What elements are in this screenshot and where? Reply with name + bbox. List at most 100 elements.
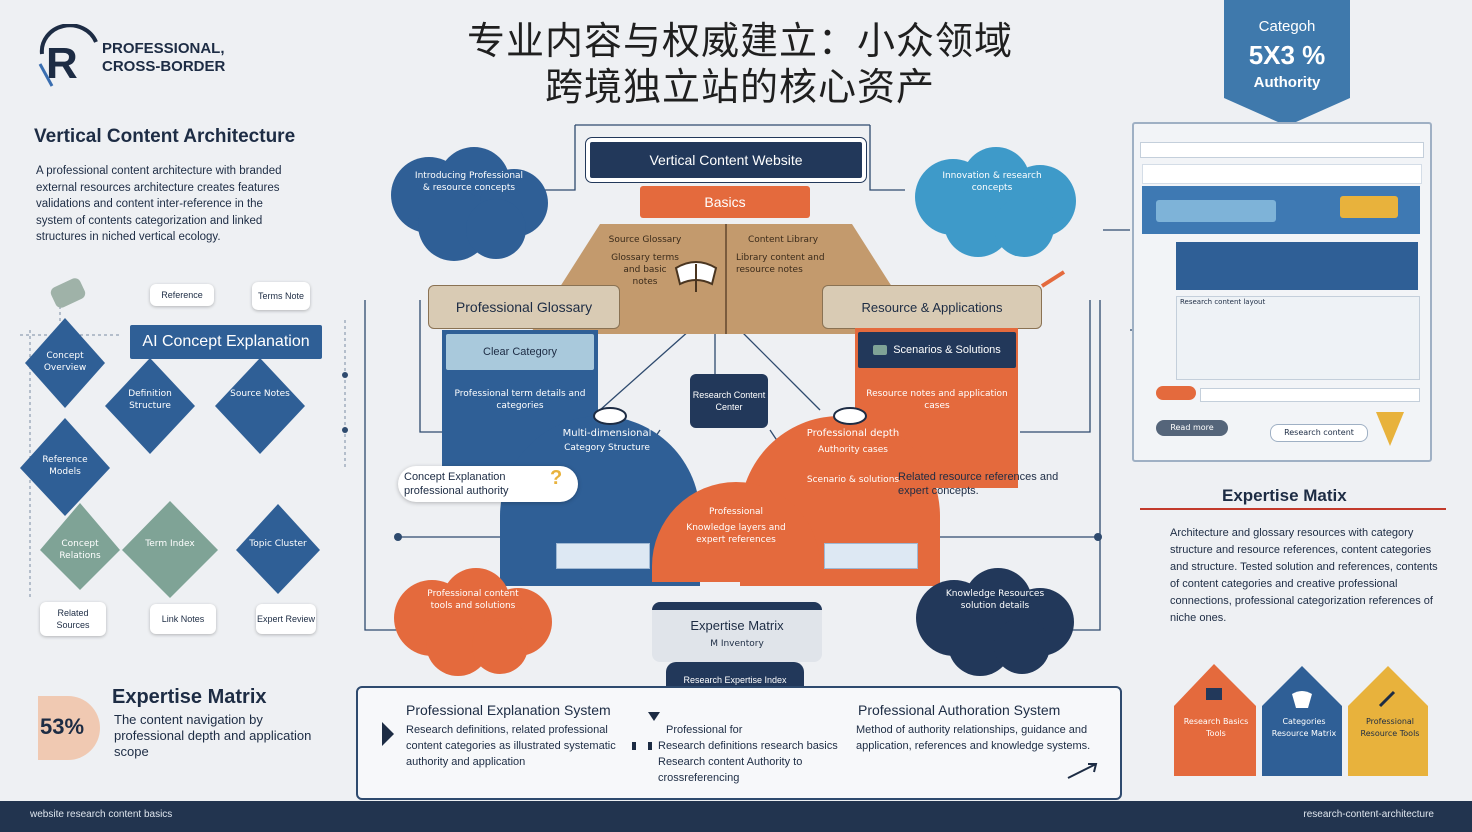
- diamond-label-3: Source Notes: [230, 389, 290, 399]
- arc-right-oval: [833, 407, 867, 425]
- trapezoid-left-lines: Glossary terms and basic notes: [611, 253, 679, 287]
- note-box-3: Related Sources: [40, 602, 106, 636]
- bubble-tr-text: Innovation & research concepts: [942, 171, 1042, 193]
- mock-caption: Research content layout: [1180, 298, 1266, 306]
- right-note: Related resource references and expert c…: [898, 471, 1059, 497]
- mock-hero-tag: [1340, 196, 1398, 218]
- play-arrow-icon: [382, 722, 394, 746]
- right-arc-label: Professional depth: [806, 428, 900, 439]
- glossary-box: Professional Glossary: [428, 285, 620, 329]
- bp-mid-text: Research definitions research basics Res…: [658, 740, 838, 784]
- mock-nav-bar: [1140, 142, 1424, 158]
- diamond-label-5: Concept Relations: [59, 539, 101, 561]
- resource-box: Resource & Applications: [822, 285, 1042, 329]
- clear-category-box: Clear Category: [446, 334, 594, 370]
- bottom-arc-shape: [652, 482, 820, 582]
- house-shapes: [1174, 664, 1428, 776]
- bubble-top-right: [915, 147, 1076, 257]
- logo-text: PROFESSIONAL, CROSS-BORDER: [102, 40, 225, 76]
- scenario-label: Scenarios & Solutions: [893, 344, 1001, 356]
- diamond-label-6: Term Index: [145, 539, 195, 549]
- diamond-label-7: Topic Cluster: [249, 539, 307, 549]
- mock-pill-orange: [1156, 386, 1196, 400]
- right-matrix-divider: [1140, 508, 1446, 510]
- diamond-label-2: Definition Structure: [128, 389, 172, 411]
- left-arc-sub: Category Structure: [564, 443, 650, 453]
- left-heading: Vertical Content Architecture: [34, 126, 296, 147]
- note-box-4: Link Notes: [150, 604, 216, 634]
- badge-line2: 5X3 %: [1248, 40, 1326, 70]
- basics-box: Basics: [640, 186, 810, 218]
- trapezoid-left-label: Source Glossary: [608, 235, 682, 245]
- bubble-bl-text: Professional content tools and solutions: [427, 589, 519, 611]
- diamond-label-1: Concept Overview: [43, 351, 87, 373]
- footer-bar: website research content basics research…: [0, 801, 1472, 832]
- bp-left-title: Professional Explanation System: [406, 702, 611, 718]
- pause-icon: [632, 742, 652, 750]
- mock-research-button[interactable]: Research content: [1270, 424, 1368, 442]
- blue-box-text: Professional term details and categories: [454, 389, 586, 411]
- bottom-arc-label: Professional: [708, 507, 764, 517]
- book-icon: [674, 261, 718, 292]
- bp-left-text: Research definitions, related profession…: [406, 724, 616, 768]
- left-arc-label: Multi-dimensional: [562, 428, 652, 439]
- title-line2: 跨境独立站的核心资产: [544, 65, 935, 109]
- page-title: 专业内容与权威建立：小众领域 跨境独立站的核心资产: [380, 18, 1100, 110]
- note-box-1: Reference: [150, 284, 214, 306]
- authority-badge: Categoh 5X3 % Authority: [1224, 0, 1350, 126]
- badge-line1: Categoh: [1258, 18, 1316, 35]
- center-matrix-label: Expertise Matrix: [690, 618, 784, 633]
- mock-input-line: [1200, 388, 1420, 402]
- website-title-box: Vertical Content Website: [586, 138, 866, 182]
- bubble-top-left: [391, 147, 548, 261]
- left-note: Concept Explanation professional authori…: [404, 471, 509, 497]
- logo-icon: R: [38, 24, 98, 88]
- logo-line1: PROFESSIONAL,: [102, 40, 225, 57]
- note-box-2: Terms Note: [252, 282, 310, 310]
- house-label-3: Professional Resource Tools: [1360, 717, 1420, 738]
- note-box-5: Expert Review: [256, 604, 316, 634]
- mock-content-band: [1176, 242, 1418, 290]
- bubble-bottom-left: [394, 568, 552, 676]
- bp-right-title: Professional Authoration System: [858, 702, 1061, 718]
- left-paragraph: A professional content architecture with…: [36, 165, 282, 243]
- light-strip-left: [556, 543, 650, 569]
- scenario-icon: [873, 345, 888, 355]
- orange-box-text: Resource notes and application cases: [866, 389, 1008, 411]
- ai-concept-label: AI Concept Explanation: [130, 325, 322, 359]
- light-strip-right: [824, 543, 918, 569]
- bp-mid-title: Professional for: [666, 724, 743, 736]
- mock-read-more-button[interactable]: Read more: [1156, 420, 1228, 436]
- left-matrix-title: Expertise Matrix: [112, 686, 267, 708]
- right-arc-sub2: Scenario & solutions: [806, 475, 900, 485]
- diamond-flow: [20, 318, 320, 598]
- bottom-panel: [356, 686, 1122, 800]
- scenario-box: Scenarios & Solutions: [858, 332, 1016, 368]
- mock-hero-image: [1156, 200, 1276, 222]
- house-label-2: Categories Resource Matrix: [1271, 717, 1337, 738]
- badge-line3: Authority: [1253, 74, 1321, 91]
- pin-icon: [1040, 270, 1066, 288]
- left-matrix-percent: 53%: [40, 714, 85, 739]
- left-note-box: [398, 466, 578, 502]
- right-matrix-text: Architecture and glossary resources with…: [1170, 527, 1438, 624]
- bottom-arc-sub: Knowledge layers and expert references: [686, 523, 786, 545]
- svg-text:?: ?: [550, 467, 562, 489]
- badge-shape: [1224, 0, 1350, 126]
- title-line1: 专业内容与权威建立：小众领域: [466, 19, 1013, 63]
- right-matrix-title: Expertise Matix: [1222, 486, 1347, 505]
- arc-left-oval: [593, 407, 627, 425]
- bubble-tl-text: Introducing Professional & resource conc…: [414, 171, 524, 193]
- mock-content-list: [1176, 296, 1420, 380]
- bp-right-text: Method of authority relationships, guida…: [856, 724, 1091, 752]
- house-label-1: Research Basics Tools: [1183, 717, 1249, 738]
- center-matrix-pill: [652, 602, 822, 662]
- hub-box: Research Content Center: [690, 374, 768, 428]
- diamond-label-4: Reference Models: [42, 455, 88, 477]
- down-arrow-icon: [648, 712, 660, 721]
- trapezoid-right-label: Content Library: [747, 235, 819, 245]
- footer-right: research-content-architecture: [1303, 809, 1434, 820]
- trapezoid-right-lines: Library content and resource notes: [736, 253, 825, 275]
- footer-left: website research content basics: [30, 809, 173, 820]
- mock-search-bar: [1142, 164, 1422, 184]
